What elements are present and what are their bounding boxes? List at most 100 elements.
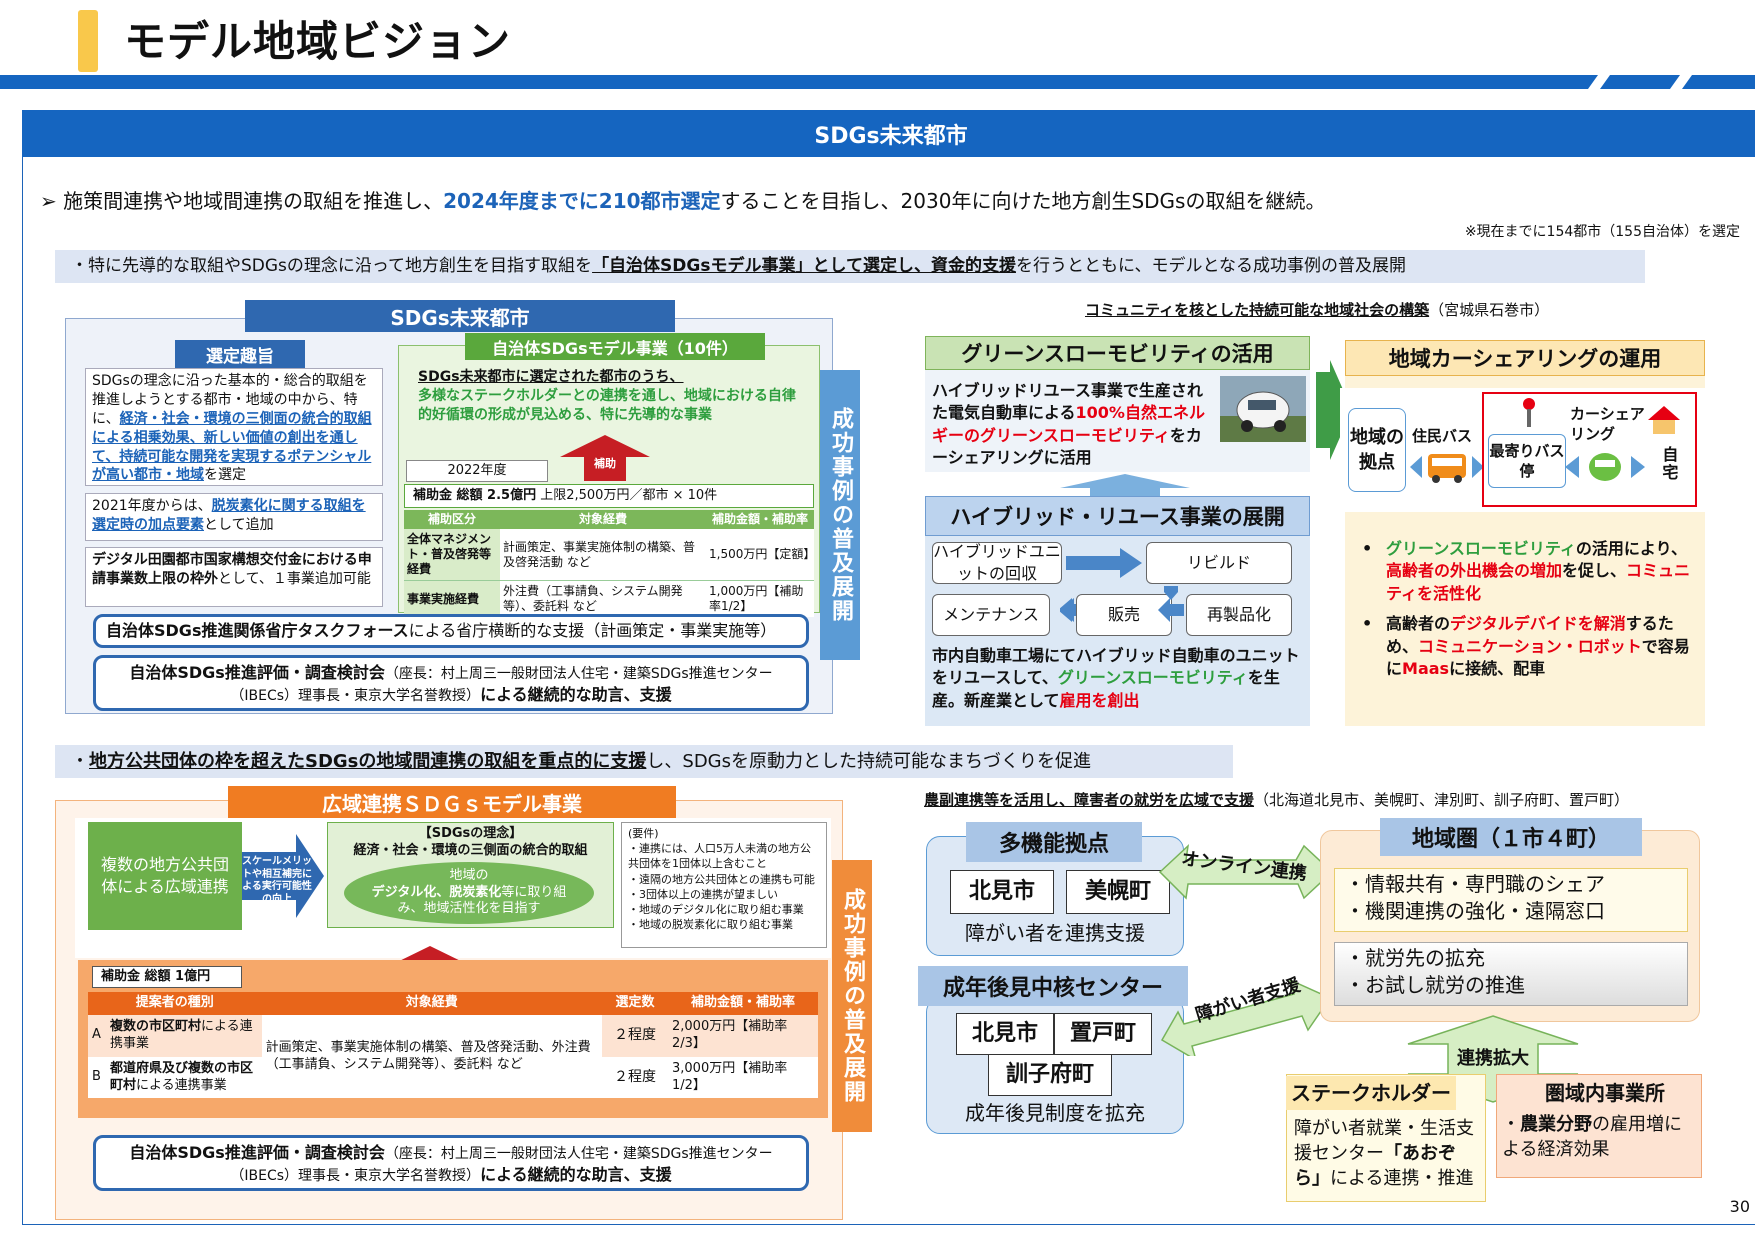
hybrid-cycle-arrows — [1060, 548, 1184, 622]
future-city-title: SDGs未来都市 — [245, 300, 675, 332]
business-desc: ・農業分野の雇用増による経済効果 — [1502, 1114, 1682, 1161]
regional-th-count: 選定数 — [615, 995, 655, 1010]
area-item: ・就労先の拡充 — [1345, 946, 1485, 970]
regional-title: 広域連携ＳＤＧｓモデル事業 — [228, 786, 676, 818]
requirement-item: ・地域のデジタル化に取り組む事業 — [628, 902, 804, 916]
model-th-category: 補助区分 — [427, 512, 476, 526]
guardian-city: 訓子府町 — [988, 1054, 1112, 1096]
carshare-redbox — [1482, 392, 1697, 507]
lead-arrow: ➢ — [40, 189, 57, 213]
model-cell: 全体マネジメント・普及啓発等経費 — [404, 529, 500, 581]
agri-heading: 農副連携等を活用し、障害者の就労を広域で支援（北海道北見市、美幌町、津別町、訓子… — [924, 791, 1630, 809]
carshare-home: 自宅 — [1659, 446, 1679, 482]
regional-th-type: 提案者の種別 — [135, 995, 214, 1010]
carshare-stop: 最寄りバス停 — [1488, 434, 1566, 488]
requirements-box: (要件) ・連携には、人口5万人未満の地方公共団体を1団体以上含むこと ・遠隔の… — [621, 822, 827, 948]
regional-row-key: A — [92, 1027, 101, 1043]
hybrid-step-collect: ハイブリッドユニットの回収 — [932, 541, 1062, 584]
eval-box-2: 自治体SDGs推進評価・調査検討会（座長：村上周三一般財団法人住宅・建築SDGs… — [93, 1135, 809, 1191]
community-heading: コミュニティを核とした持続可能な地域社会の構築（宮城県石巻市） — [1085, 301, 1550, 319]
carshare-bullets: •グリーンスローモビリティの活用により、高齢者の外出機会の増加を促し、コミュニテ… — [1362, 539, 1691, 678]
regional-row-amount: 3,000万円【補助率1/2】 — [672, 1060, 788, 1093]
hybrid-step-sales: 販売 — [1076, 594, 1172, 636]
green-mobility-title: グリーンスローモビリティの活用 — [925, 336, 1310, 370]
model-desc: SDGs未来都市に選定された都市のうち、 多様なステークホルダーとの連携を通し、… — [418, 369, 796, 423]
model-subsidy-label: 補助 — [594, 457, 616, 470]
regional-total: 補助金 総額 1億円 — [92, 966, 242, 988]
guardian-desc: 成年後見制度を拡充 — [965, 1100, 1145, 1125]
hybrid-desc: 市内自動車工場にてハイブリッド自動車のユニットをリユースして、グリーンスローモビ… — [932, 646, 1300, 710]
hybrid-step-remanufacture: 再製品化 — [1186, 594, 1292, 636]
bullet-1: ・特に先導的な取組やSDGsの理念に沿って地方創生を目指す取組を「自治体SDGs… — [55, 250, 1645, 283]
up-arrow — [1060, 474, 1190, 496]
multi-hub-title: 多機能拠点 — [966, 822, 1142, 862]
hybrid-title: ハイブリッド・リユース事業の展開 — [925, 496, 1310, 536]
lead-note: ※現在までに154都市（155自治体）を選定 — [1464, 224, 1740, 240]
taskforce-box: 自治体SDGs推進関係省庁タスクフォースによる省庁横断的な支援（計画策定・事業実… — [93, 614, 809, 648]
hub-city: 美幌町 — [1066, 870, 1170, 914]
stakeholder-title: ステークホルダー — [1286, 1076, 1456, 1110]
model-total: 補助金 総額 2.5億円 上限2,500万円／都市 × 10件 — [404, 484, 814, 508]
future-side-label: 成功事例の普及展開 — [820, 370, 860, 660]
regional-merit: スケールメリットや相互補完による実行可能性の向上 — [242, 856, 312, 905]
model-table: 補助区分 対象経費 補助金額・補助率 全体マネジメント・普及啓発等経費 計画策定… — [404, 510, 816, 617]
merit-arrow — [242, 834, 324, 918]
requirement-item: ・3団体以上の連携が望ましい — [628, 887, 778, 901]
ev-photo — [1220, 376, 1306, 442]
area-item: ・機関連携の強化・遠隔窓口 — [1345, 899, 1605, 923]
green-right-arrow — [1316, 360, 1352, 460]
regional-expense: 計画策定、事業実施体制の構築、普及啓発活動、外注費（工事請負、システム開発等）、… — [261, 1014, 602, 1099]
home-icon — [1648, 406, 1680, 434]
page-number: 30 — [1720, 1196, 1750, 1219]
regional-row-amount: 2,000万円【補助率2/3】 — [672, 1018, 788, 1051]
business-box — [1496, 1074, 1702, 1178]
eval-box-1: 自治体SDGs推進評価・調査検討会（座長：村上周三一般財団法人住宅・建築SDGs… — [93, 655, 809, 711]
regional-th-amount: 補助金額・補助率 — [690, 995, 795, 1010]
lead-line: ➢ 施策間連携や地域間連携の取組を推進し、2024年度までに210都市選定するこ… — [40, 189, 1326, 213]
regional-side-label: 成功事例の普及展開 — [832, 860, 872, 1132]
area-item: ・情報共有・専門職のシェア — [1345, 872, 1605, 896]
carshare-title: 地域カーシェアリングの運用 — [1345, 340, 1705, 376]
bus-icon — [1410, 454, 1484, 483]
hub-city: 北見市 — [950, 870, 1054, 914]
guardian-city: 置戸町 — [1054, 1013, 1152, 1055]
requirement-item: ・地域の脱炭素化に取り組む事業 — [628, 918, 793, 932]
regional-row-count: ２程度 — [614, 1069, 656, 1086]
guardian-city: 北見市 — [956, 1013, 1054, 1055]
hybrid-step-maintenance: メンテナンス — [932, 594, 1050, 636]
expand-label: 連携拡大 — [1457, 1048, 1529, 1070]
green-mobility-text: ハイブリッドリユース事業で生産された電気自動車による100%自然エネルギーのグリ… — [932, 381, 1205, 468]
hybrid-step-rebuild: リビルド — [1146, 542, 1292, 584]
regional-th-expense: 対象経費 — [405, 995, 458, 1010]
area-title: 地域圏（１市４町） — [1380, 818, 1642, 856]
regional-multi: 複数の地方公共団体による広域連携 — [88, 822, 242, 930]
header-stripe — [0, 75, 1755, 89]
model-cell: 1,500万円【定額】 — [709, 547, 816, 561]
stakeholder-desc: 障がい者就業・生活支援センター「あおぞら」による連携・推進 — [1294, 1118, 1474, 1190]
regional-row-count: ２程度 — [614, 1027, 656, 1044]
selection-text-1: SDGsの理念に沿った基本的・総合的取組を推進しようとする都市・地域の中から、特… — [85, 368, 383, 486]
bus-stop-icon — [1523, 398, 1535, 427]
carshare-share-label: カーシェアリング — [1570, 405, 1645, 444]
model-subsidy-arrow — [560, 435, 650, 481]
philosophy-oval: 地域のデジタル化、脱炭素化等に取り組み、地域活性化を目指す — [344, 862, 594, 924]
philosophy-title: 【SDGsの理念】経済・社会・環境の三側面の統合的取組 — [353, 826, 588, 858]
model-cell: 計画策定、事業実施体制の構築、普及啓発活動 など — [503, 539, 696, 569]
regional-row-type: 都道府県及び複数の市区町村による連携事業 — [110, 1060, 254, 1093]
requirement-item: ・遠隔の地方公共団体との連携も可能 — [628, 872, 815, 886]
model-cell: 事業実施経費 — [404, 580, 500, 617]
banner: SDGs未来都市 — [22, 110, 1755, 157]
regional-table: 提案者の種別 対象経費 選定数 補助金額・補助率 A 複数の市区町村による連携事… — [88, 992, 818, 1099]
requirements-title: (要件) — [628, 827, 659, 840]
page-title: モデル地域ビジョン — [124, 17, 512, 66]
multi-hub-desc: 障がい者を連携支援 — [965, 920, 1145, 945]
model-title: 自治体SDGsモデル事業（10件） — [465, 333, 765, 360]
banner-title: SDGs未来都市 — [814, 123, 968, 149]
area-item: ・お試し就労の推進 — [1345, 973, 1525, 997]
model-th-expense: 対象経費 — [578, 512, 627, 526]
regional-row-type: 複数の市区町村による連携事業 — [110, 1018, 253, 1051]
model-year: 2022年度 — [406, 460, 548, 482]
requirement-item: ・連携には、人口5万人未満の地方公共団体を1団体以上含むこと — [628, 842, 811, 871]
guardian-title: 成年後見中核センター — [918, 966, 1188, 1006]
car-icon — [1565, 453, 1645, 481]
